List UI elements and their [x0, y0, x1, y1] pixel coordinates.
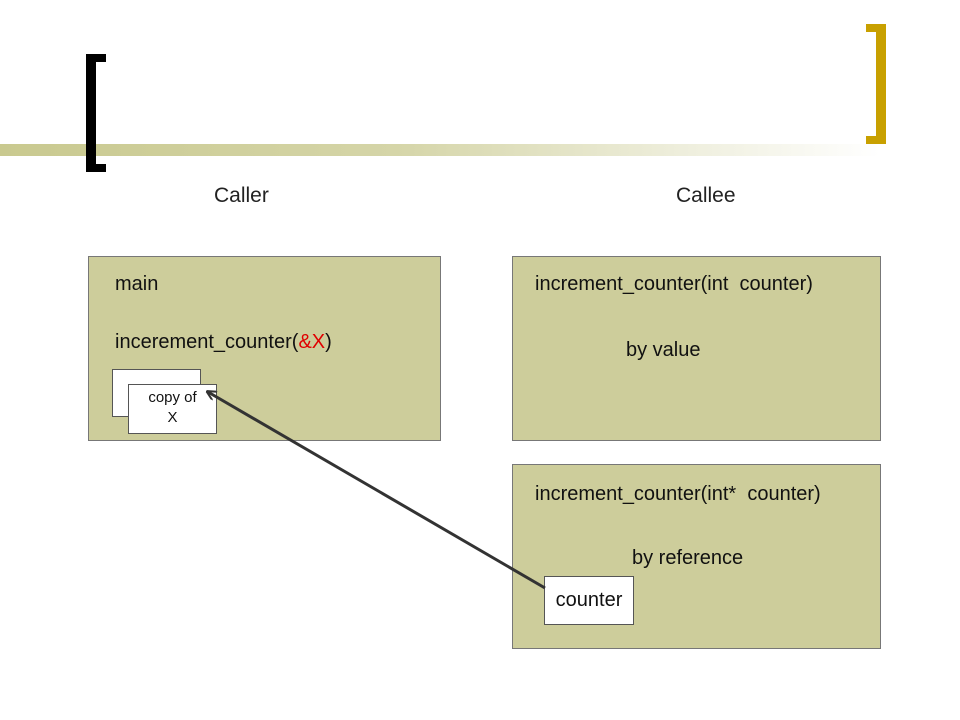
call-suffix: ) — [325, 331, 332, 353]
by-reference-panel: increment_counter(int* counter) by refer… — [512, 464, 881, 649]
caller-heading: Caller — [214, 184, 269, 207]
caller-panel: main incerement_counter(&X) copy of X — [88, 256, 441, 441]
call-prefix: incerement_counter( — [115, 331, 299, 353]
by-value-panel: increment_counter(int counter) by value — [512, 256, 881, 441]
by-value-label: by value — [626, 339, 701, 361]
counter-param-label: counter — [555, 589, 623, 611]
copy-label-line1: copy of — [148, 389, 197, 406]
caller-function-name: main — [115, 273, 159, 295]
callee-heading: Callee — [676, 184, 736, 207]
reference-arrow-line — [208, 392, 546, 590]
right-bracket-decoration — [866, 24, 886, 144]
title-bar-decoration — [0, 144, 880, 156]
copy-of-x-box: copy of X — [128, 384, 217, 434]
counter-param-box: counter — [544, 576, 634, 625]
copy-label-line2: X — [167, 409, 178, 426]
call-argument: &X — [298, 331, 326, 353]
by-reference-signature: increment_counter(int* counter) — [535, 483, 821, 505]
by-reference-label: by reference — [632, 547, 744, 569]
by-value-signature: increment_counter(int counter) — [535, 273, 813, 295]
caller-call-expression: incerement_counter(&X) — [115, 331, 332, 354]
left-bracket-decoration — [86, 54, 106, 172]
